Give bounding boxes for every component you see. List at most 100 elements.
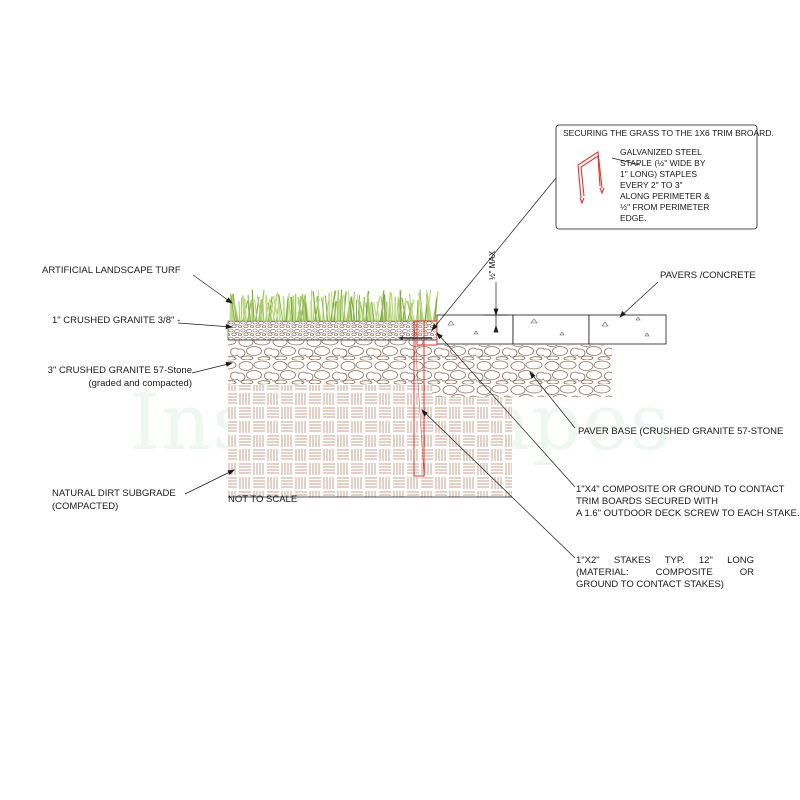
turf-blade — [418, 293, 425, 322]
callout-title: SECURING THE GRASS TO THE 1X6 TRIM BROAR… — [563, 128, 774, 138]
turf-blade — [333, 299, 337, 322]
stakes-line: 1"X2" STAKES TYP. 12" LONG — [576, 555, 754, 566]
turf-blade — [331, 291, 333, 322]
turf-blade — [304, 302, 308, 322]
turf-blade — [324, 295, 329, 322]
turf-blade — [255, 296, 260, 322]
label-granite-57: 3" CRUSHED GRANITE 57-Stone — [47, 365, 192, 376]
turf-blade — [390, 292, 394, 322]
callout-line: ALONG PERIMETER & — [620, 191, 710, 201]
paver-marks — [447, 316, 650, 337]
label-pavers: PAVERS /CONCRETE — [660, 270, 756, 281]
turf-blade — [349, 302, 353, 322]
turf-blade — [408, 293, 415, 322]
turf-blade — [408, 299, 415, 322]
callout-line: EDGE. — [620, 213, 647, 223]
turf-blade — [365, 291, 370, 322]
callout-line: 1" LONG) STAPLES — [620, 169, 698, 179]
turf-blade — [243, 298, 247, 322]
turf-blade — [247, 301, 252, 322]
stakes-line: GROUND TO CONTACT STAKES) — [576, 579, 724, 590]
turf-blade — [269, 300, 276, 322]
turf-blade — [303, 295, 306, 322]
turf-blade — [339, 289, 343, 322]
turf-blade — [304, 293, 309, 322]
stakes-line: (MATERIAL: COMPOSITE OR — [576, 567, 754, 578]
turf-blade — [366, 294, 372, 322]
pavers-slabs — [436, 314, 667, 345]
turf-blade — [388, 297, 393, 322]
turf-blade — [362, 296, 366, 322]
turf-blade — [358, 300, 366, 322]
granite-fine-layer — [227, 320, 438, 341]
turf-blade — [397, 298, 401, 322]
label-subgrade-note: (COMPACTED) — [52, 501, 119, 512]
turf-blade — [369, 302, 373, 322]
callout-box — [555, 124, 758, 230]
turf-blade — [315, 298, 322, 322]
label-max: ½" MAX — [488, 250, 497, 280]
turf-blade — [267, 302, 273, 322]
turf-blade — [343, 294, 346, 322]
turf-blade — [240, 297, 243, 322]
turf-blade — [251, 289, 255, 322]
label-stakes: 1"X2" STAKES TYP. 12" LONG (MATERIAL: CO… — [576, 555, 754, 591]
turf-blade — [297, 296, 303, 322]
turf-blade — [321, 297, 325, 322]
dirt-subgrade — [228, 385, 512, 497]
callout-line: STAPLE (½" WIDE BY — [620, 158, 706, 168]
callout-line: GALVANIZED STEEL — [620, 147, 702, 157]
turf-blade — [338, 299, 341, 322]
turf-blade — [264, 299, 271, 322]
turf-blade — [250, 302, 254, 322]
turf-blade — [241, 295, 246, 322]
turf-blade — [365, 302, 369, 322]
turf-blade — [301, 293, 305, 322]
turf-blade — [356, 294, 362, 322]
callout-line: EVERY 2" TO 3" — [620, 180, 683, 190]
label-not-to-scale: NOT TO SCALE — [228, 494, 298, 505]
turf-blade — [399, 290, 402, 322]
turf-blade — [287, 292, 290, 322]
trim-board-line: A 1.6" OUTDOOR DECK SCREW TO EACH STAKE. — [576, 508, 800, 519]
leader-lines — [177, 157, 659, 559]
turf-blade — [416, 299, 419, 322]
callout-line: ½" FROM PERIMETER — [620, 202, 710, 212]
turf-blade — [229, 296, 232, 322]
turf-blade — [406, 300, 414, 322]
turf-blade — [292, 295, 295, 322]
turf-blade — [232, 300, 239, 322]
turf-blade — [350, 296, 356, 322]
turf-blade — [278, 294, 284, 322]
turf-blade — [403, 298, 407, 322]
turf-blade — [381, 290, 385, 322]
turf-blade — [272, 295, 279, 322]
label-granite-57-note: (graded and compacted) — [88, 378, 192, 389]
turf-blade — [426, 289, 433, 322]
turf-blade — [277, 302, 281, 322]
label-paver-base: PAVER BASE (CRUSHED GRANITE 57-STONE — [578, 426, 784, 437]
turf-blade — [380, 296, 385, 322]
turf-blade — [261, 299, 265, 322]
trim-board-line: TRIM BOARDS SECURED WITH — [576, 496, 718, 507]
paver-base-layer — [432, 345, 612, 397]
turf-blade — [265, 294, 268, 322]
turf-blade — [383, 294, 386, 322]
turf-blade — [267, 296, 273, 322]
turf-blade — [434, 298, 438, 322]
staple-icon — [577, 151, 605, 205]
turf-blade — [269, 301, 274, 322]
max-dimension — [484, 282, 508, 333]
stake — [413, 320, 425, 477]
callout-body: GALVANIZED STEEL STAPLE (½" WIDE BY 1" L… — [620, 147, 710, 224]
turf-blade — [425, 293, 429, 322]
turf-blade — [329, 290, 337, 322]
turf-blade — [394, 296, 397, 322]
turf-blade — [401, 297, 407, 322]
turf-blade — [256, 295, 263, 322]
artificial-turf — [229, 289, 439, 322]
label-granite-fine: 1" CRUSHED GRANITE 3/8" - — [52, 315, 181, 326]
turf-blade — [376, 301, 380, 322]
turf-blade — [341, 295, 344, 322]
